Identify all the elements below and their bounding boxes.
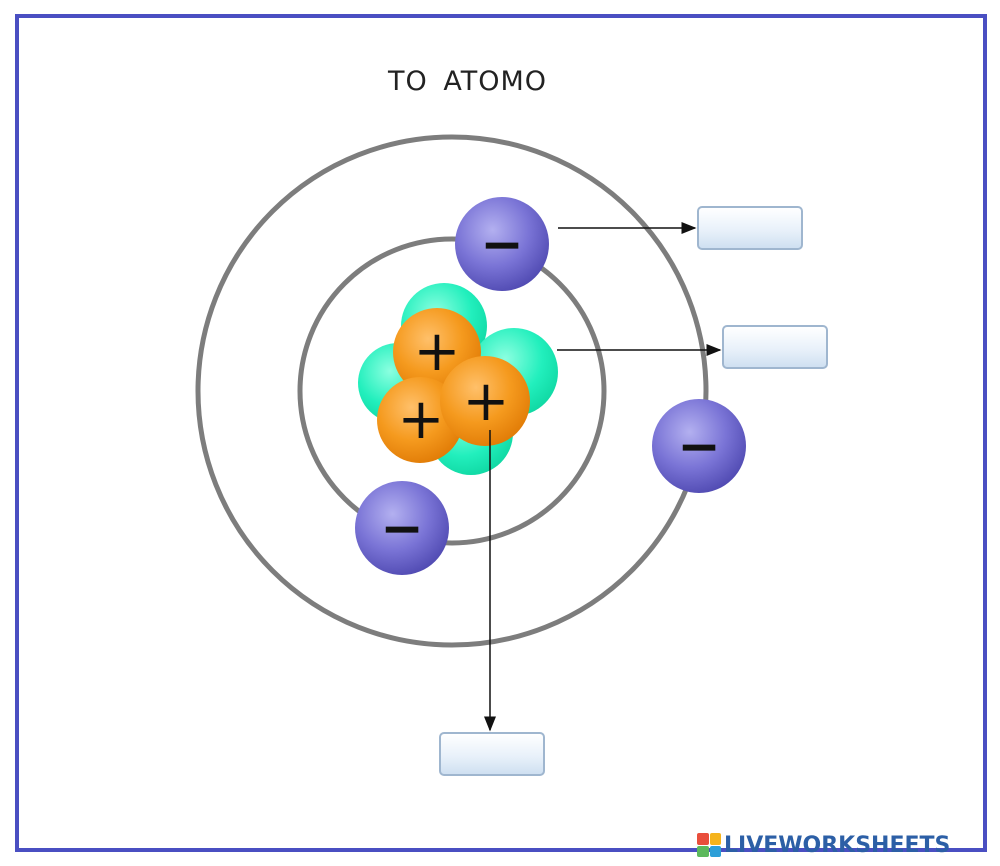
proton-sign: + [414,319,461,384]
electron [652,399,746,493]
electron-sign: − [380,499,424,559]
answer-box-electron[interactable] [697,206,803,250]
answer-box-nucleus[interactable] [722,325,828,369]
outer-orbit [195,134,709,648]
diagram-title: TO ATOMO [388,66,547,97]
electron-sign: − [677,417,721,477]
proton-sign: + [398,387,445,452]
inner-orbit [297,236,607,546]
proton-sign: + [463,369,510,434]
electron-sign: − [480,215,524,275]
liveworksheets-logo: LIVEWORKSHEETS [697,832,950,858]
brand-text: LIVEWORKSHEETS [724,832,951,858]
proton [440,356,530,446]
answer-box-proton[interactable] [439,732,545,776]
liveworksheets-mark-icon [697,833,721,857]
electron [355,481,449,575]
electron [455,197,549,291]
